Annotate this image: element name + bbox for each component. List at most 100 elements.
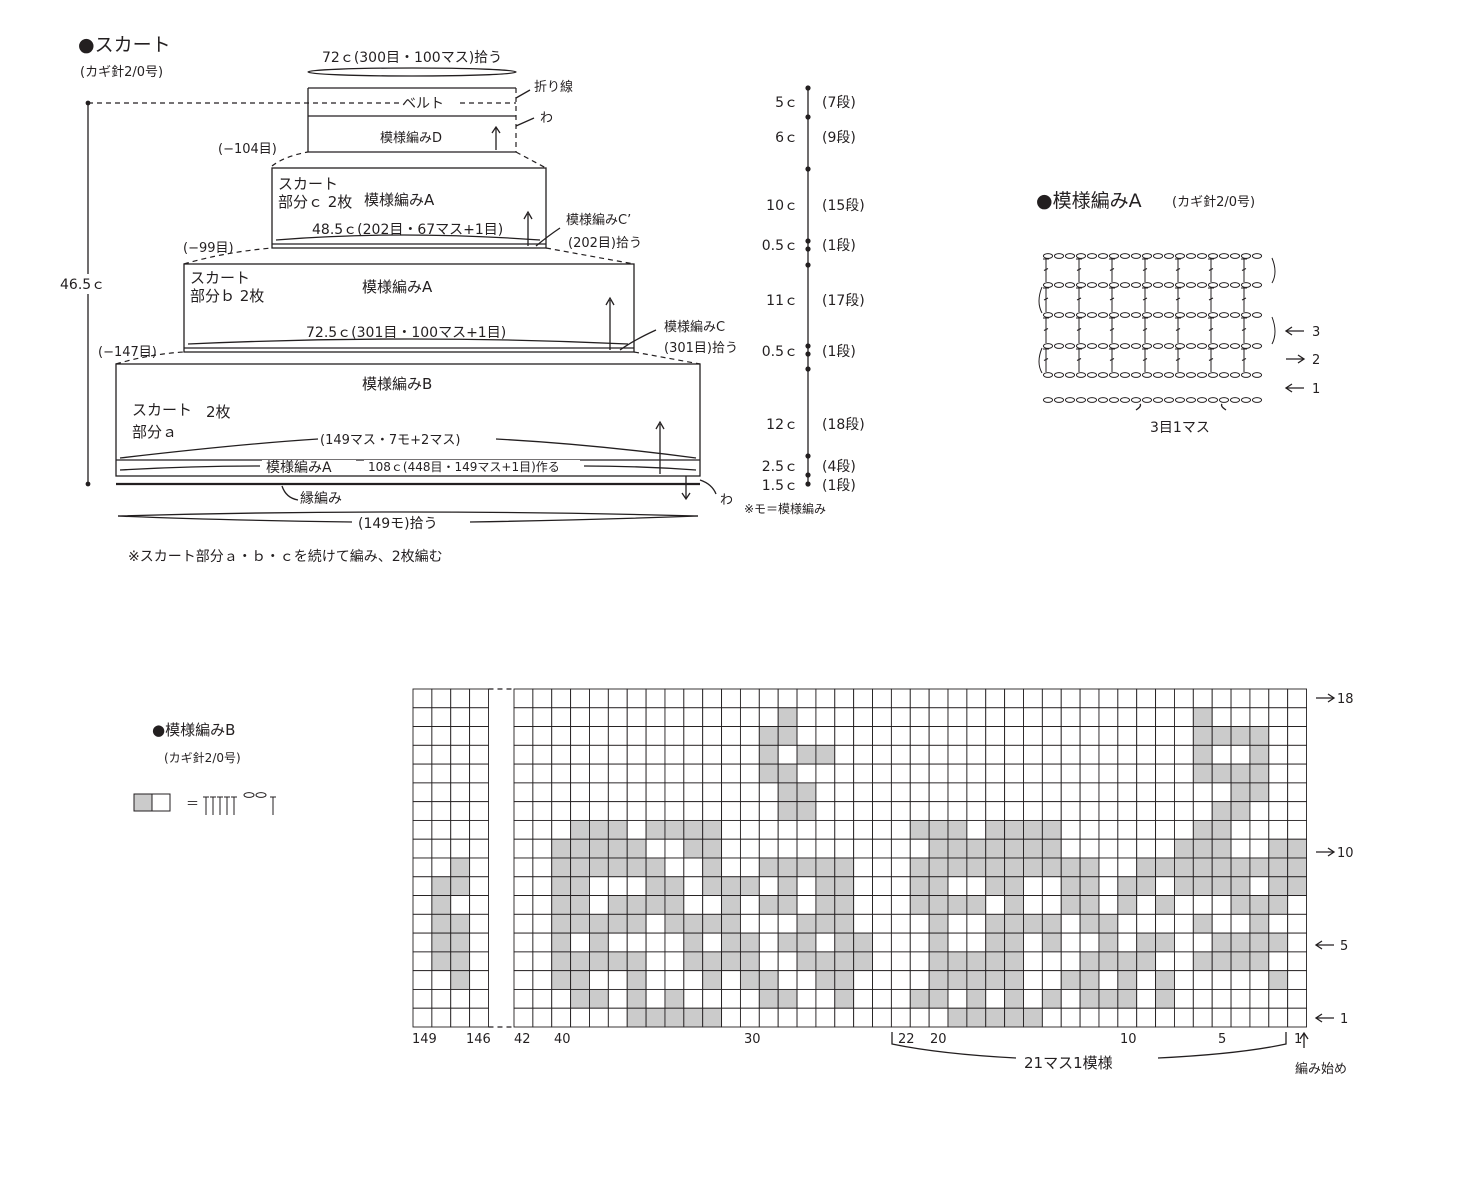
chart-cell <box>607 876 628 897</box>
chain-stitch-icon <box>1152 343 1164 349</box>
chart-cell <box>909 876 930 897</box>
chart-cell <box>985 857 1006 878</box>
chart-cell <box>607 688 628 709</box>
chart-cell <box>1079 744 1100 765</box>
chart-cell <box>1060 838 1081 859</box>
turning-chain-icon <box>1271 316 1276 345</box>
chart-cell <box>589 744 609 765</box>
chart-cell <box>966 763 987 784</box>
scale-rows-label: (1段) <box>822 238 856 254</box>
chart-cell <box>721 951 741 972</box>
chain-stitch-icon <box>1053 312 1065 318</box>
chart-cell <box>570 688 590 709</box>
chart-cell <box>1060 801 1081 821</box>
skirt-title: ●スカート <box>78 34 171 56</box>
chain-stitch-icon <box>1163 312 1175 318</box>
chart-cell <box>469 970 489 990</box>
chart-cell <box>985 801 1006 821</box>
chart-cell <box>1268 838 1289 859</box>
chart-cell <box>909 988 930 1009</box>
chart-cell <box>469 932 489 953</box>
chart-cell <box>683 707 704 728</box>
chart-cell <box>513 857 534 878</box>
foundation-chain-icon <box>1042 397 1054 403</box>
chart-cell <box>1023 707 1043 728</box>
chart-cell <box>928 876 949 897</box>
part-b-width: 72.5ｃ(301目・100マス+1目) <box>306 325 506 341</box>
chart-cell <box>664 688 685 709</box>
chart-cell <box>1230 913 1251 934</box>
chart-cell <box>469 744 489 765</box>
chart-cell <box>872 876 892 897</box>
chart-cell <box>589 688 609 709</box>
chart-cell <box>702 707 723 728</box>
stitch-label: 42 <box>514 1032 531 1047</box>
chart-cell <box>1211 970 1232 990</box>
chart-cell <box>664 988 685 1009</box>
chain-stitch-icon <box>1163 253 1175 259</box>
chain-stitch-icon <box>1064 343 1076 349</box>
scale-tick <box>805 481 811 487</box>
chain-stitch-icon <box>1207 282 1219 288</box>
chart-cell <box>1211 744 1232 765</box>
chart-cell <box>1211 801 1232 821</box>
chart-cell <box>513 801 534 821</box>
chain-stitch-icon <box>1119 253 1131 259</box>
chart-cell <box>947 951 968 972</box>
chart-cell <box>872 726 892 746</box>
chart-cell <box>431 970 452 990</box>
chart-cell <box>626 1007 647 1028</box>
chart-cell <box>1098 726 1119 746</box>
chart-cell <box>1173 819 1194 840</box>
wa-top-label: わ <box>540 111 553 126</box>
chart-cell <box>683 726 704 746</box>
part-a-name-1: スカート <box>132 401 192 419</box>
chart-cell <box>532 895 553 915</box>
chart-cell <box>607 988 628 1009</box>
chart-cell <box>1117 744 1138 765</box>
chart-cell <box>796 1007 817 1028</box>
chart-cell <box>589 782 609 803</box>
chart-cell <box>909 707 930 728</box>
chart-cell <box>570 819 590 840</box>
foundation-chain-icon <box>1119 397 1131 403</box>
chain-stitch-icon <box>255 792 267 798</box>
chart-cell <box>928 726 949 746</box>
repeat-label: 21マス1模様 <box>1024 1054 1113 1072</box>
chain-stitch-icon <box>1064 282 1076 288</box>
chart-cell <box>815 726 836 746</box>
chart-cell <box>1173 726 1194 746</box>
chain-stitch-icon <box>1053 282 1065 288</box>
part-a-count: 2枚 <box>206 403 231 421</box>
chart-cell <box>1192 857 1213 878</box>
chart-cell <box>450 988 471 1009</box>
chart-cell <box>431 895 452 915</box>
chart-cell <box>431 782 452 803</box>
legend-stitch-symbols-icon <box>203 792 276 815</box>
chart-cell <box>626 876 647 897</box>
part-a-pattern: 模様編みB <box>362 375 432 393</box>
chart-cell <box>551 876 572 897</box>
chart-cell <box>1173 951 1194 972</box>
chart-cell <box>1192 744 1213 765</box>
stitch-label: 30 <box>744 1032 761 1047</box>
foundation-chain-icon <box>1130 397 1142 403</box>
start-label: 編み始め <box>1295 1061 1347 1077</box>
scale-cm-label: 2.5ｃ <box>762 459 798 475</box>
chart-cell <box>1192 782 1213 803</box>
chart-cell <box>777 895 798 915</box>
chart-cell <box>1004 988 1024 1009</box>
chart-cell <box>1249 895 1270 915</box>
chart-cell <box>947 895 968 915</box>
chart-cell <box>1173 895 1194 915</box>
chart-cell <box>513 951 534 972</box>
chain-stitch-icon <box>1185 253 1197 259</box>
part-c-width: 48.5ｃ(202目・67マス+1目) <box>312 222 503 238</box>
chart-cell <box>985 988 1006 1009</box>
pattern-b-title: ●模様編みB <box>152 721 235 739</box>
legend-empty-cell <box>151 793 171 812</box>
chart-cell <box>815 988 836 1009</box>
chart-cell <box>450 782 471 803</box>
chart-cell <box>796 970 817 990</box>
chart-cell <box>469 988 489 1009</box>
